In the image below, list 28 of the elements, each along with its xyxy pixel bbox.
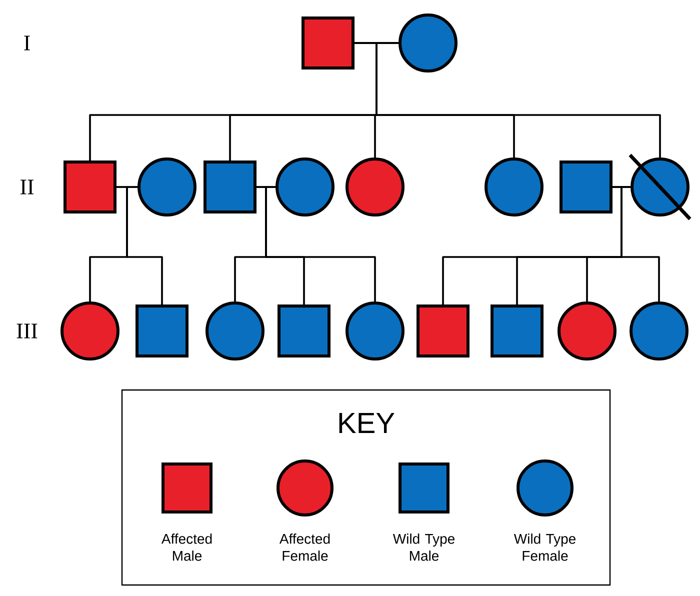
- circle-symbol: [346, 302, 404, 360]
- square-symbol: [490, 304, 544, 358]
- circle-symbol: [206, 302, 264, 360]
- circle-symbol: [276, 158, 334, 216]
- square-symbol: [278, 304, 330, 358]
- circle-symbol: [558, 302, 617, 360]
- square-symbol: [302, 16, 354, 70]
- legend-label: Wild Type Male: [392, 534, 455, 561]
- square-symbol: [136, 304, 188, 358]
- square-symbol: [204, 160, 256, 214]
- circle-symbol: [630, 302, 688, 360]
- descent-line: [126, 186, 163, 304]
- square-symbol: [560, 160, 613, 214]
- square-symbol: [416, 304, 470, 358]
- generation-label: II: [20, 180, 34, 194]
- circle-symbol: [484, 158, 544, 216]
- circle-symbol: [138, 158, 196, 216]
- square-symbol: [64, 160, 116, 214]
- circle-symbol: [398, 14, 458, 72]
- legend-label: Wild Type Female: [514, 534, 576, 561]
- generation-label: III: [16, 324, 38, 338]
- circle-symbol: [60, 302, 120, 360]
- descent-line: [620, 186, 660, 302]
- deceased-circle-symbol: [628, 154, 692, 220]
- legend-label: Affected Female: [279, 534, 330, 561]
- legend-label: Affected Male: [161, 534, 212, 561]
- circle-symbol: [346, 158, 404, 216]
- generation-label: I: [24, 36, 30, 50]
